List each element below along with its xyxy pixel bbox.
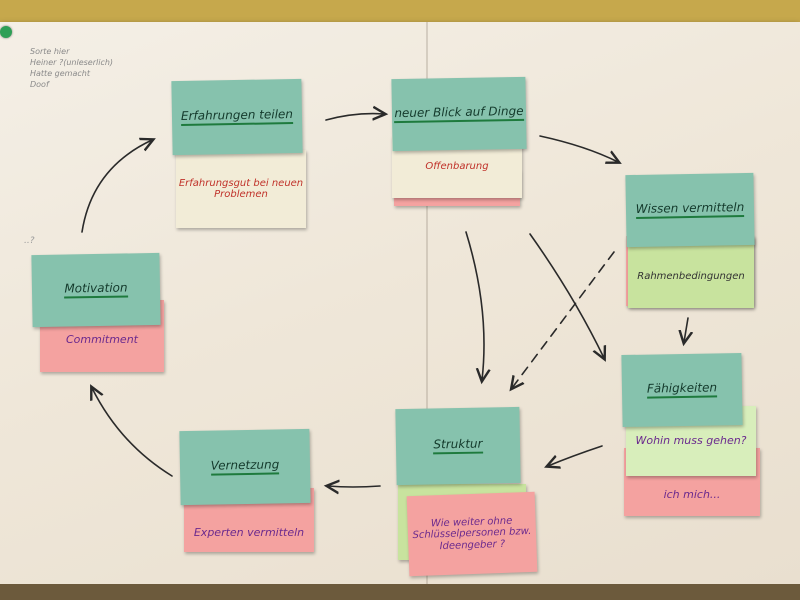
motivation-note: Motivation bbox=[31, 252, 161, 328]
faehigkeiten-title: Fähigkeiten bbox=[647, 380, 718, 400]
arrow-blick-to-wissen bbox=[539, 135, 618, 162]
side-mark: ..? bbox=[24, 236, 35, 246]
arrow-blick-to-struktur bbox=[465, 231, 484, 380]
arrow-wissen-to-struktur-dashed bbox=[512, 251, 615, 388]
arrow-vernetzung-to-motivation bbox=[92, 388, 173, 477]
vernetzung-note: Vernetzung bbox=[179, 428, 311, 506]
motivation-title: Motivation bbox=[64, 280, 128, 299]
corner-handwriting: Sorte hier Heiner ?(unleserlich) Hatte g… bbox=[30, 46, 113, 90]
wall-top-edge bbox=[0, 0, 800, 22]
wissen-detail-note: Rahmenbedingungen bbox=[628, 236, 754, 308]
wissen-title: Wissen vermitteln bbox=[636, 200, 745, 220]
arrow-motivation-to-erfahrungen bbox=[81, 140, 152, 233]
erfahrungen-title: Erfahrungen teilen bbox=[181, 107, 294, 127]
erfahrungen-detail: Erfahrungsgut bei neuen Problemen bbox=[178, 177, 304, 201]
struktur-title: Struktur bbox=[433, 436, 483, 455]
wissen-note: Wissen vermitteln bbox=[625, 172, 755, 248]
arrow-struktur-to-vernetzung bbox=[328, 486, 381, 487]
erfahrungen-note: Erfahrungen teilen bbox=[171, 78, 303, 156]
faehigkeiten-detail-1: Wohin muss gehen? bbox=[635, 433, 747, 447]
vernetzung-title: Vernetzung bbox=[211, 457, 280, 476]
green-pin-icon bbox=[0, 26, 12, 38]
corner-line: Sorte hier bbox=[30, 47, 70, 56]
arrow-erfahrungen-to-blick bbox=[325, 114, 384, 121]
paper-seam bbox=[426, 22, 428, 584]
arrow-faehigkeiten-to-struktur bbox=[548, 445, 603, 466]
wissen-detail: Rahmenbedingungen bbox=[637, 270, 745, 282]
corner-line: Heiner ?(unleserlich) bbox=[30, 58, 114, 67]
arrow-blick-to-faehigkeiten bbox=[529, 233, 604, 358]
faehigkeiten-note: Fähigkeiten bbox=[621, 352, 743, 428]
blick-detail: Offenbarung bbox=[425, 161, 489, 173]
faehigkeiten-detail-2: ich mich... bbox=[663, 488, 721, 502]
arrow-wissen-to-faehigkeiten bbox=[684, 317, 688, 342]
vernetzung-detail: Experten vermitteln bbox=[193, 526, 305, 540]
struktur-note: Struktur bbox=[395, 406, 521, 486]
erfahrungen-detail-note: Erfahrungsgut bei neuen Problemen bbox=[176, 150, 306, 228]
blick-title: neuer Blick auf Dinge bbox=[394, 103, 524, 124]
motivation-detail: Commitment bbox=[66, 332, 138, 346]
floor-strip bbox=[0, 584, 800, 600]
struktur-detail: Wie weiter ohne Schlüsselpersonen bzw. I… bbox=[412, 515, 532, 552]
struktur-detail-note: Wie weiter ohne Schlüsselpersonen bzw. I… bbox=[406, 491, 538, 577]
corner-line: Hatte gemacht bbox=[30, 69, 90, 78]
corner-line: Doof bbox=[30, 80, 49, 89]
blick-note: neuer Blick auf Dinge bbox=[391, 76, 527, 152]
